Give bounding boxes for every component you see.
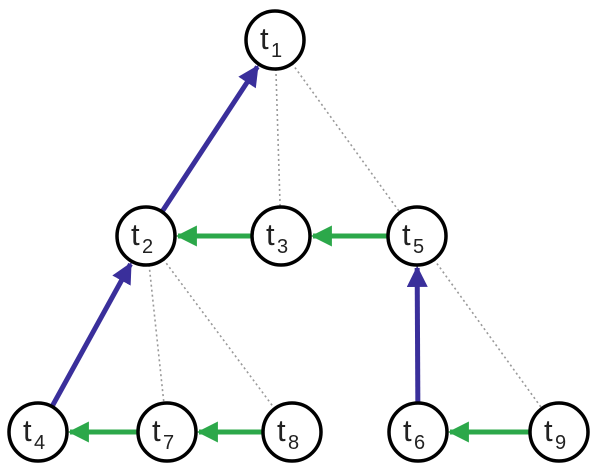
node-label: t (23, 413, 32, 448)
node-label: t (402, 217, 411, 252)
node-circle (261, 401, 323, 463)
node-label: t (131, 217, 140, 252)
node-subscript: 9 (555, 432, 566, 454)
node-circle (136, 401, 198, 463)
node-subscript: 5 (413, 236, 424, 258)
node-label: t (277, 413, 286, 448)
node-circle (244, 9, 306, 71)
node-circle (250, 205, 312, 267)
arrow-t2-to-t1 (160, 64, 260, 213)
node-label: t (266, 217, 275, 252)
node-circle (386, 205, 448, 267)
node-subscript: 1 (271, 40, 282, 62)
node-label: t (260, 21, 269, 56)
node-circle (7, 401, 69, 463)
node-subscript: 2 (142, 236, 153, 258)
tree-edge-t2-t8 (162, 258, 276, 410)
arrows (50, 64, 529, 443)
tree-edge-t1-t5 (291, 63, 401, 213)
node-circle (528, 401, 590, 463)
arrow-t6-to-t5 (406, 265, 428, 403)
node-label: t (403, 413, 412, 448)
node-circle (387, 401, 449, 463)
node-subscript: 8 (288, 432, 299, 454)
tree-edge-t5-t9 (433, 259, 543, 409)
node-subscript: 7 (163, 432, 174, 454)
node-label: t (152, 413, 161, 448)
tree-edge-t1-t3 (275, 68, 281, 208)
tree-edge-t2-t7 (148, 264, 165, 404)
node-subscript: 3 (277, 236, 288, 258)
node-subscript: 6 (414, 432, 425, 454)
node-label: t (544, 413, 553, 448)
arrow-t4-to-t2 (50, 262, 133, 407)
node-circle (115, 205, 177, 267)
node-subscript: 4 (34, 432, 45, 454)
